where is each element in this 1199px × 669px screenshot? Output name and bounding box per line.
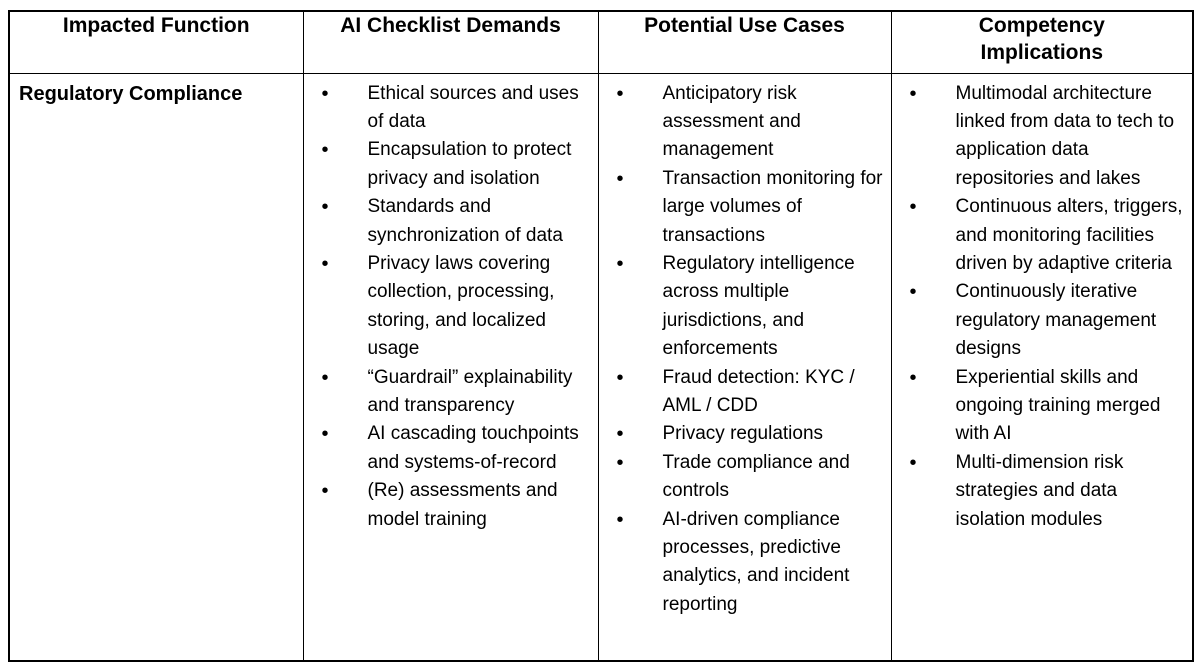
table-row: Regulatory Compliance Ethical sources an…	[8, 72, 1194, 662]
header-competency-implications: Competency Implications	[890, 10, 1194, 74]
bullet-item: Experiential skills and ongoing training…	[892, 364, 1193, 449]
header-row: Impacted Function AI Checklist Demands P…	[8, 10, 1194, 74]
compliance-table: Impacted Function AI Checklist Demands P…	[8, 10, 1194, 662]
cell-competency-implications: Multimodal architecture linked from data…	[890, 72, 1194, 662]
bullet-item: AI cascading touchpoints and systems-of-…	[304, 420, 598, 477]
ai-checklist-demands-list: Ethical sources and uses of dataEncapsul…	[304, 80, 598, 535]
bullet-item: Ethical sources and uses of data	[304, 80, 598, 137]
header-competency-implications-label: Competency Implications	[978, 14, 1105, 64]
bullet-item: Encapsulation to protect privacy and iso…	[304, 136, 598, 193]
bullet-item: Trade compliance and controls	[599, 449, 891, 506]
bullet-item: Anticipatory risk assessment and managem…	[599, 80, 891, 165]
bullet-item: Transaction monitoring for large volumes…	[599, 165, 891, 250]
header-ai-checklist-demands-label: AI Checklist Demands	[340, 14, 561, 37]
bullet-item: AI-driven compliance processes, predicti…	[599, 506, 891, 620]
potential-use-cases-list: Anticipatory risk assessment and managem…	[599, 80, 891, 620]
header-potential-use-cases-label: Potential Use Cases	[644, 14, 845, 37]
bullet-item: Fraud detection: KYC / AML / CDD	[599, 364, 891, 421]
bullet-item: Multimodal architecture linked from data…	[892, 80, 1193, 194]
cell-ai-checklist-demands: Ethical sources and uses of dataEncapsul…	[302, 72, 599, 662]
bullet-item: Privacy regulations	[599, 420, 891, 449]
header-potential-use-cases: Potential Use Cases	[597, 10, 892, 74]
header-impacted-function: Impacted Function	[8, 10, 304, 74]
bullet-item: “Guardrail” explainability and transpare…	[304, 364, 598, 421]
bullet-item: Regulatory intelligence across multiple …	[599, 250, 891, 364]
bullet-item: Multi-dimension risk strategies and data…	[892, 449, 1193, 534]
header-impacted-function-label: Impacted Function	[62, 14, 250, 37]
bullet-item: Continuously iterative regulatory manage…	[892, 278, 1193, 363]
bullet-item: Privacy laws covering collection, proces…	[304, 250, 598, 364]
cell-impacted-function: Regulatory Compliance	[8, 72, 304, 662]
competency-implications-list: Multimodal architecture linked from data…	[892, 80, 1193, 535]
bullet-item: Continuous alters, triggers, and monitor…	[892, 193, 1193, 278]
cell-potential-use-cases: Anticipatory risk assessment and managem…	[597, 72, 892, 662]
bullet-item: (Re) assessments and model training	[304, 477, 598, 534]
impacted-function-value: Regulatory Compliance	[19, 82, 243, 105]
header-ai-checklist-demands: AI Checklist Demands	[302, 10, 599, 74]
bullet-item: Standards and synchronization of data	[304, 193, 598, 250]
